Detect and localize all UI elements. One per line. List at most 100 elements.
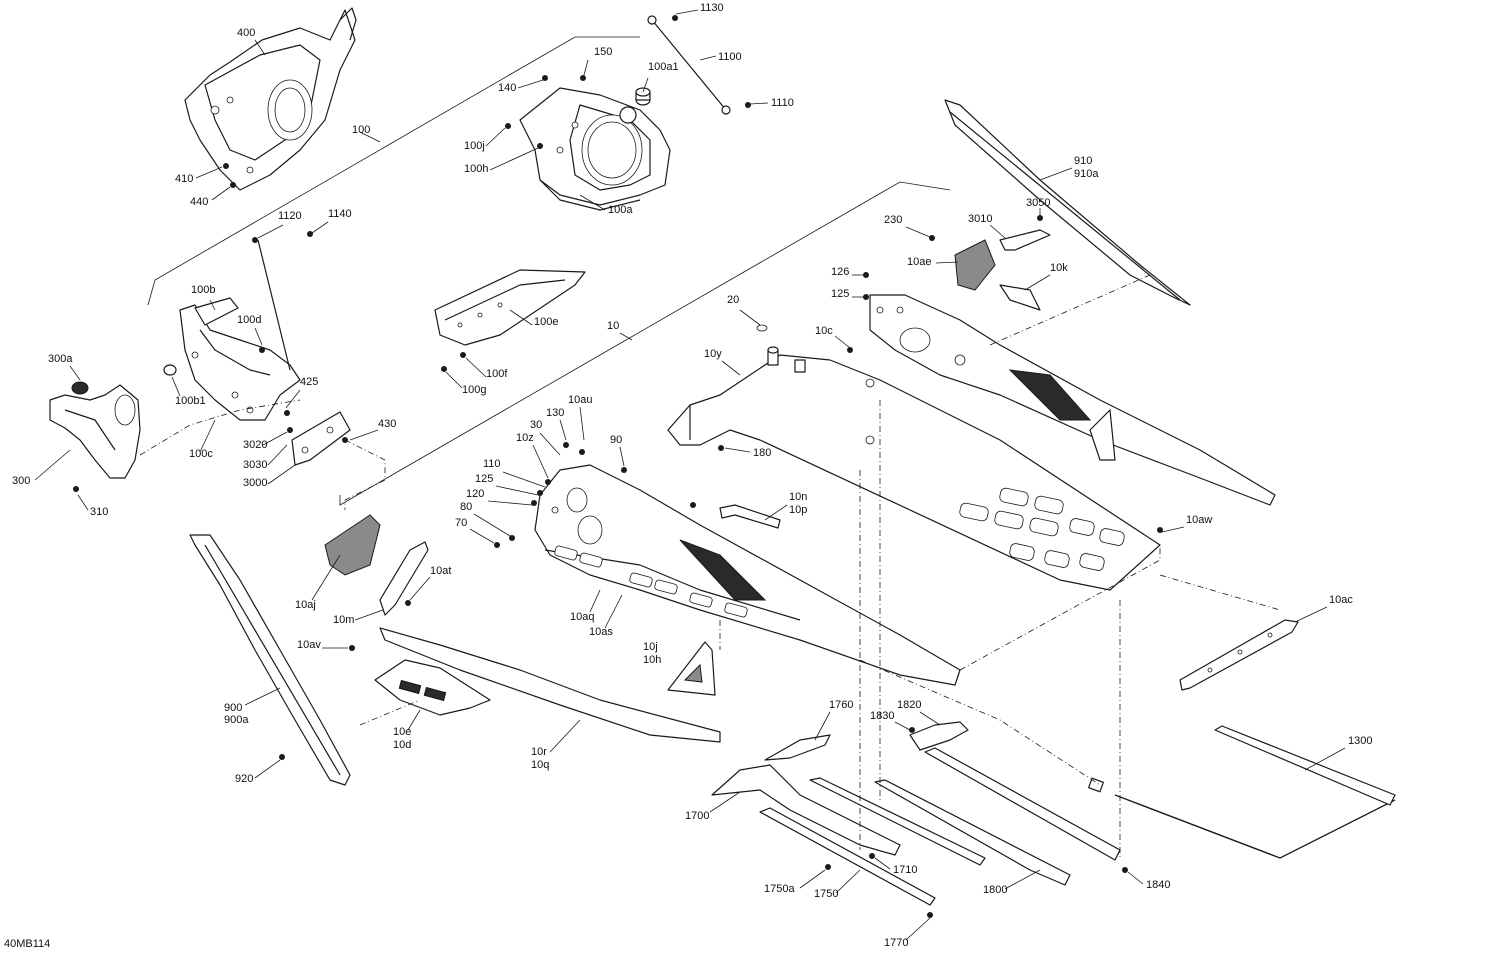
bracket-3000	[284, 410, 351, 466]
callout-3020: 3020	[243, 439, 267, 451]
callout-1120: 1120	[278, 210, 302, 222]
callout-10k: 10k	[1050, 262, 1068, 274]
bracket-10ae	[929, 215, 1051, 311]
callout-10y: 10y	[704, 348, 722, 360]
callout-10r: 10r	[531, 746, 547, 758]
callout-10au: 10au	[568, 394, 592, 406]
assembly-lines	[139, 274, 1281, 860]
callout-1760: 1760	[829, 699, 853, 711]
tie-rod-1100	[647, 15, 751, 115]
callout-130: 130	[546, 407, 564, 419]
callout-1770: 1770	[884, 937, 908, 949]
callout-125: 125	[475, 473, 493, 485]
callout-400: 400	[237, 27, 255, 39]
callout-1820: 1820	[897, 699, 921, 711]
callout-10p: 10p	[789, 504, 807, 516]
cap-100a1	[635, 87, 651, 106]
callout-230: 230	[884, 214, 902, 226]
callout-125: 125	[831, 288, 849, 300]
callout-10h: 10h	[643, 654, 661, 666]
group-outline-100	[147, 36, 640, 306]
callout-100g: 100g	[462, 384, 486, 396]
callout-150: 150	[594, 46, 612, 58]
callout-100j: 100j	[464, 140, 485, 152]
callout-920: 920	[235, 773, 253, 785]
rail-1750	[759, 807, 936, 918]
callout-10: 10	[607, 320, 619, 332]
callout-126: 126	[831, 266, 849, 278]
callout-910a: 910a	[1074, 168, 1099, 180]
callout-10z: 10z	[516, 432, 534, 444]
callout-1130: 1130	[700, 2, 724, 14]
lower-support-300	[49, 381, 141, 492]
callout-10aw: 10aw	[1186, 514, 1212, 526]
callout-labels: 113011001110400150100a1140100100j100h410…	[12, 2, 1372, 949]
callout-1300: 1300	[1348, 735, 1372, 747]
callout-1100: 1100	[718, 51, 742, 63]
callout-410: 410	[175, 173, 193, 185]
callout-1110: 1110	[771, 97, 794, 109]
callout-70: 70	[455, 517, 467, 529]
callout-100b1: 100b1	[175, 395, 206, 407]
callout-1840: 1840	[1146, 879, 1170, 891]
callout-10aj: 10aj	[295, 599, 316, 611]
callout-1710: 1710	[893, 864, 917, 876]
callout-10q: 10q	[531, 759, 549, 771]
callout-100h: 100h	[464, 163, 488, 175]
callout-3030: 3030	[243, 459, 267, 471]
panel-cutouts	[554, 545, 748, 618]
callout-1800: 1800	[983, 884, 1007, 896]
rail-1710	[809, 777, 986, 866]
callout-910: 910	[1074, 155, 1092, 167]
callout-10ac: 10ac	[1329, 594, 1353, 606]
callout-120: 120	[466, 488, 484, 500]
callout-100a1: 100a1	[648, 61, 679, 73]
callout-3000: 3000	[243, 477, 267, 489]
callout-10at: 10at	[430, 565, 451, 577]
callout-80: 80	[460, 501, 472, 513]
bracket-10ac	[1179, 619, 1299, 691]
callout-3010: 3010	[968, 213, 992, 225]
rail-900	[189, 534, 351, 786]
callout-900: 900	[224, 702, 242, 714]
callout-10m: 10m	[333, 614, 354, 626]
callout-300a: 300a	[48, 353, 73, 365]
leader-lines	[34, 9, 1346, 941]
upper-column-support-400	[184, 7, 357, 191]
callout-100f: 100f	[486, 368, 508, 380]
callout-1830: 1830	[870, 710, 894, 722]
gusset-10j	[667, 641, 716, 696]
callout-1700: 1700	[685, 810, 709, 822]
callout-100d: 100d	[237, 314, 261, 326]
callout-1750: 1750	[814, 888, 838, 900]
callout-900a: 900a	[224, 714, 249, 726]
rear-bumper-1300	[1088, 725, 1396, 859]
reference-code: 40MB114	[4, 938, 51, 950]
group-outline-10	[339, 181, 951, 506]
link-10n	[719, 504, 781, 529]
callout-100a: 100a	[608, 204, 633, 216]
bracket-100e	[434, 269, 586, 372]
bracket-10m	[379, 541, 429, 616]
callout-100e: 100e	[534, 316, 558, 328]
footrest-10e	[374, 659, 491, 716]
running-board-10r	[349, 627, 721, 743]
callout-100: 100	[352, 124, 370, 136]
callout-10d: 10d	[393, 739, 411, 751]
fasteners-upper	[223, 75, 586, 188]
callout-10e: 10e	[393, 726, 411, 738]
rail-1700	[711, 764, 901, 856]
tunnel-cutouts	[959, 487, 1125, 571]
callout-10ae: 10ae	[907, 256, 931, 268]
callout-10aq: 10aq	[570, 611, 594, 623]
callout-10j: 10j	[643, 641, 658, 653]
side-panel-left	[494, 442, 961, 686]
callout-110: 110	[483, 458, 501, 470]
callout-100b: 100b	[191, 284, 215, 296]
callout-10as: 10as	[589, 626, 613, 638]
callout-3050: 3050	[1026, 197, 1050, 209]
callout-300: 300	[12, 475, 30, 487]
upper-frame-100a	[519, 87, 671, 211]
bracket-10aj	[324, 514, 381, 576]
